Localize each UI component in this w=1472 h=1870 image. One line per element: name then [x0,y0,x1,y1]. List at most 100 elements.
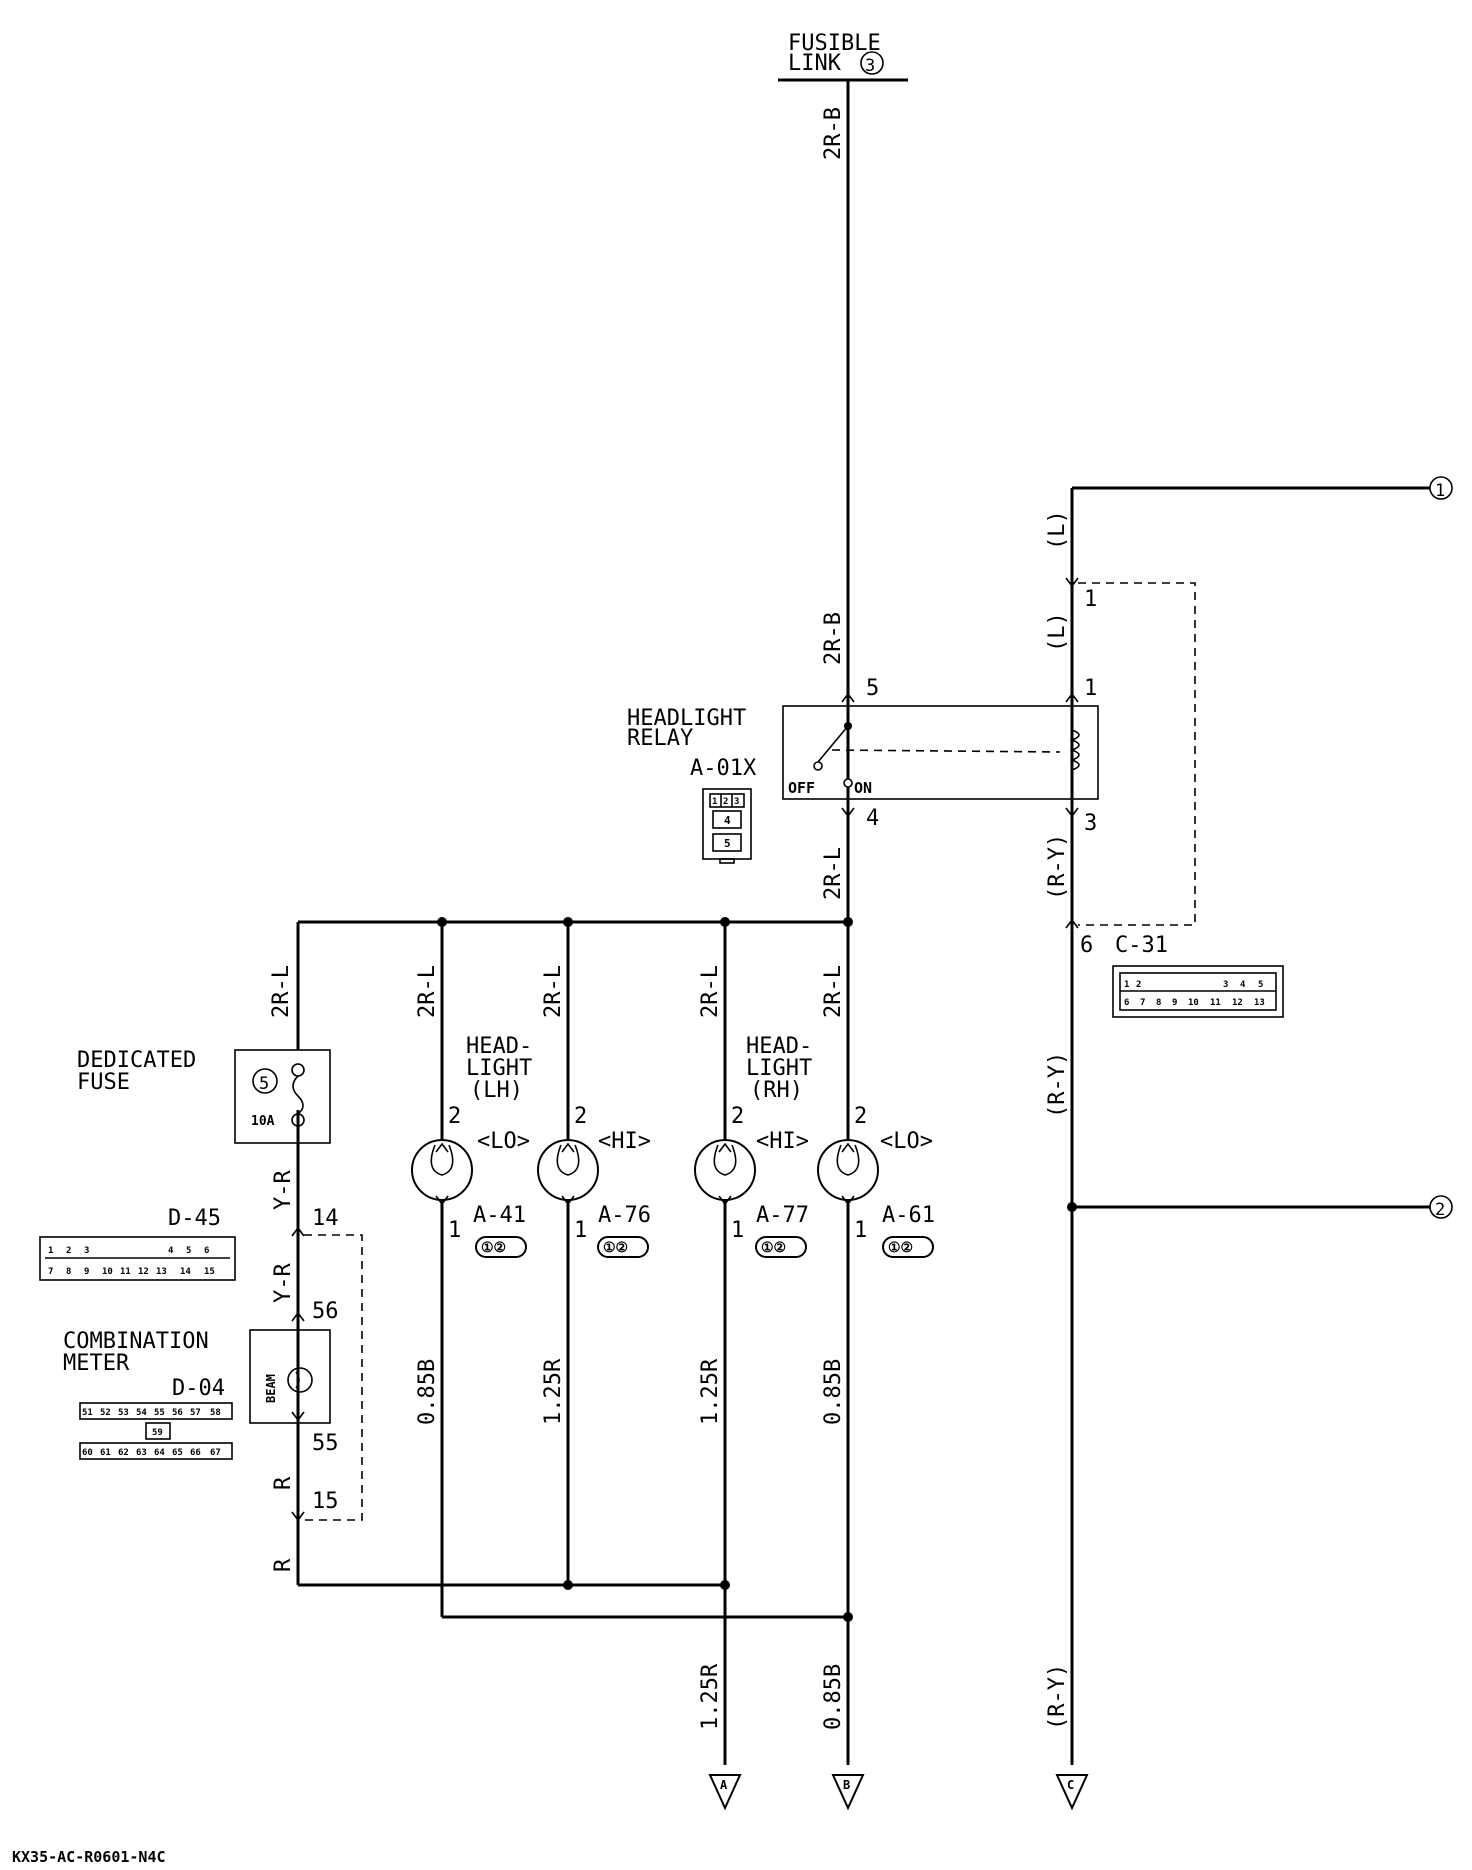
lamp-code: A-61 [882,1203,935,1228]
junction-dot [563,917,573,927]
c31-pin-in: 1 [1084,587,1097,612]
pin-arrow [291,1226,305,1237]
d45-code: D-45 [168,1206,221,1231]
svg-text:55: 55 [154,1408,165,1418]
fusible-link-label-1: FUSIBLE [788,31,881,56]
svg-text:①②: ①② [761,1240,786,1256]
wire-label: 1.25R [698,1358,723,1425]
svg-text:2: 2 [723,797,728,807]
fuse-label-2: FUSE [77,1070,130,1095]
svg-text:LIGHT: LIGHT [746,1056,812,1081]
lamp-pin-top: 2 [854,1104,867,1129]
svg-text:9: 9 [84,1267,89,1277]
meter-lamp-label: BEAM [264,1374,278,1403]
svg-text:5: 5 [186,1246,191,1256]
svg-text:13: 13 [1254,998,1265,1008]
svg-text:65: 65 [172,1448,183,1458]
svg-text:A: A [720,1778,728,1792]
svg-text:12: 12 [1232,998,1243,1008]
headlight-lamp-rh-hi: 2 1 <HI> A-77 ①② [694,1104,809,1258]
svg-text:①②: ①② [603,1240,628,1256]
lamp-mode: <HI> [598,1129,651,1154]
wire-label: 2R-B [821,107,846,160]
headlight-lamp-rh-lo: 2 1 <LO> A-61 ①② [817,1104,935,1258]
terminal-circle [1429,1195,1453,1219]
svg-text:63: 63 [136,1448,147,1458]
svg-text:51: 51 [82,1408,93,1418]
headlight-lamp-lh-hi: 2 1 <HI> A-76 ①② [537,1104,651,1258]
wire-label: (R-Y) [1045,834,1070,900]
d45-pin-in: 14 [312,1206,339,1231]
svg-text:①②: ①② [481,1240,506,1256]
fusible-link-label-2: LINK [788,51,842,76]
d45-pin-out: 15 [312,1489,339,1514]
relay-label-2: RELAY [627,726,693,751]
pin-arrow [1065,577,1079,588]
fusible-link: FUSIBLE LINK 3 [778,31,908,82]
svg-text:64: 64 [154,1448,165,1458]
lamp-pin-top: 2 [731,1104,744,1129]
lamp-code: A-76 [598,1203,651,1228]
terminal-b: B [831,1774,865,1811]
svg-text:52: 52 [100,1408,111,1418]
relay-pin-4: 4 [866,806,879,831]
wire-label: 2R-L [415,965,440,1018]
terminal-c: C [1055,1774,1089,1811]
svg-text:66: 66 [190,1448,201,1458]
wire-label: R [271,1476,296,1490]
headlight-rh-label: HEAD- LIGHT (RH) [746,1034,812,1103]
svg-text:LIGHT: LIGHT [466,1056,532,1081]
wire-label: 0.85B [821,1359,846,1425]
relay-contact [813,761,823,771]
bulb-icon [694,1139,756,1201]
footer-code: KX35-AC-R0601-N4C [12,1848,166,1866]
meter-label-2: METER [63,1351,130,1376]
wire-label: 2R-L [821,847,846,900]
junction-dot [843,917,853,927]
wire-label: 2R-L [698,965,723,1018]
svg-text:67: 67 [210,1448,221,1458]
headlight-relay: HEADLIGHT RELAY A-01X OFF ON 5 4 1 3 1 2… [627,676,1099,864]
c31-connector-icon: 1 2 3 4 5 6 7 8 9 10 11 12 13 [1112,965,1284,1018]
svg-text:60: 60 [82,1448,93,1458]
junction-dots [437,917,1077,1622]
terminal-1: 1 [1429,476,1453,501]
relay-label-1: HEADLIGHT [627,706,746,731]
pin-arrow [841,692,855,703]
wire-label: (L) [1045,510,1070,550]
lamp-pin-top: 2 [448,1104,461,1129]
c31-pin-out: 6 [1080,933,1093,958]
svg-text:14: 14 [180,1267,191,1277]
relay-connector-icon: 1 2 3 4 5 [702,788,752,864]
c31-code: C-31 [1115,933,1168,958]
wire-label: (R-Y) [1045,1664,1070,1730]
terminal-triangle [1055,1774,1089,1811]
fuse-rating: 10A [251,1114,275,1129]
svg-text:62: 62 [118,1448,129,1458]
fuse-element-icon [292,1075,304,1115]
svg-text:56: 56 [172,1408,183,1418]
svg-text:5: 5 [1258,980,1263,990]
svg-text:12: 12 [138,1267,149,1277]
svg-text:8: 8 [66,1267,71,1277]
svg-text:2: 2 [66,1246,71,1256]
svg-text:3: 3 [1223,980,1228,990]
wire-label: 2R-B [821,612,846,665]
wire-labels: 2R-B 2R-B 2R-L 2R-L 2R-L 2R-L 2R-L 2R-L … [269,107,1070,1730]
junction-dot [720,917,730,927]
lamp-pin-top: 2 [574,1104,587,1129]
relay-off-label: OFF [788,779,815,797]
svg-text:4: 4 [1240,980,1246,990]
wire-label: (R-Y) [1045,1052,1070,1118]
junction-dot [720,1580,730,1590]
fuse-label-1: DEDICATED [77,1048,196,1073]
lamp-pin-bottom: 1 [731,1218,744,1243]
relay-coil [1069,729,1080,771]
relay-pin-1: 1 [1084,676,1097,701]
d45-connector-icon: 1 2 3 4 5 6 7 8 9 10 11 12 13 14 15 [39,1236,236,1281]
lamp-pin-bottom: 1 [448,1218,461,1243]
junction-dot [1067,1202,1077,1212]
svg-text:7: 7 [48,1267,53,1277]
svg-text:C: C [1067,1778,1074,1792]
